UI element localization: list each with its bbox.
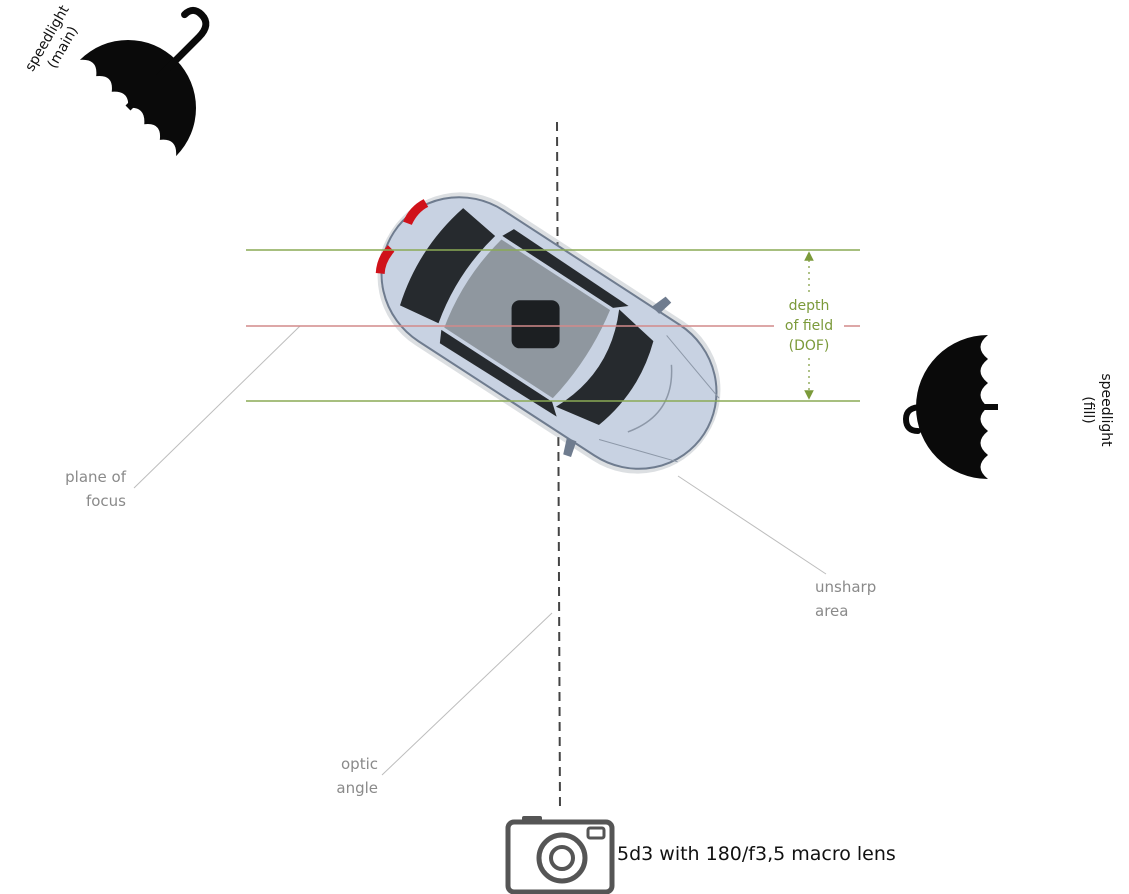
camera-label: 5d3 with 180/f3,5 macro lens xyxy=(617,843,896,865)
optic-angle-leader xyxy=(381,612,553,776)
camera-icon xyxy=(505,816,615,894)
plane-of-focus-label: plane of focus xyxy=(65,468,126,510)
umbrella-icon xyxy=(79,6,210,157)
car-icon xyxy=(375,192,721,474)
unsharp-area-label: unsharp area xyxy=(815,578,877,620)
unsharp-area-leader xyxy=(677,475,827,575)
depth-of-field-label: depth of field (DOF) xyxy=(774,296,844,356)
umbrella-icon xyxy=(902,335,998,479)
plane-of-focus-leader xyxy=(133,325,301,489)
optic-axis-line xyxy=(556,121,561,813)
speedlight-fill-label: speedlight (fill) xyxy=(1080,373,1114,447)
optic-angle-label: optic angle xyxy=(336,755,378,797)
